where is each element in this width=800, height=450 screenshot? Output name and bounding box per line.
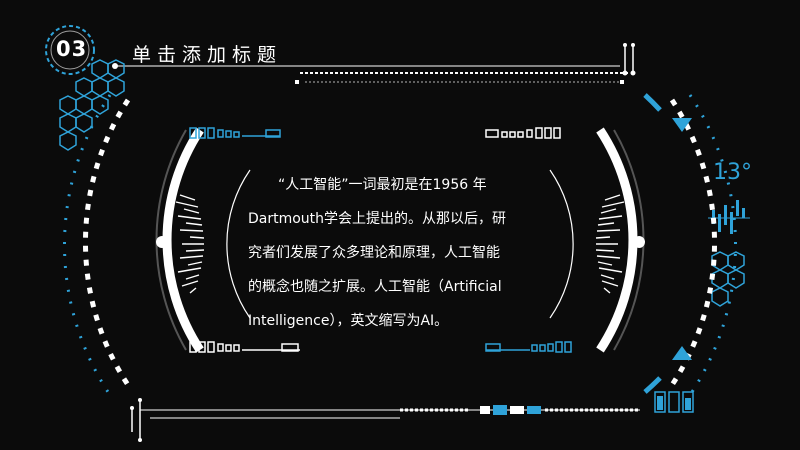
body-line: Intelligence），英文缩写为AI。 [248,313,449,329]
bottom-hud-line [130,398,640,442]
hexagon-cluster-left [59,59,125,151]
level-bar-top-right [485,127,561,139]
left-arc-group [62,94,204,396]
left-wave-ticks [175,194,205,294]
temperature-readout: 13° [713,160,752,185]
level-bar-top-left [189,127,281,139]
level-bar-bottom-left [189,341,300,353]
battery-icon [654,391,694,413]
inner-text-frame [226,169,574,319]
body-line: 究者们发展了众多理论和原理，人工智能 [248,245,500,261]
right-arc-group [596,93,738,396]
right-wave-ticks [595,194,625,294]
body-line: “人工智能”一词最初是在1956 年 [278,177,487,193]
slide-title[interactable]: 单击添加标题 [132,44,283,66]
level-bar-bottom-right [485,341,572,353]
number-badge-ring [45,25,95,75]
body-line: 的概念也随之扩展。人工智能（Artificial [248,279,502,295]
body-text-block[interactable]: “人工智能”一词最初是在1956 年 Dartmouth学会上提出的。从那以后，… [248,168,548,338]
triangle-markers [672,118,692,360]
slide-number: 03 [56,37,88,61]
title-underline [112,43,636,84]
hexagon-cluster-right [711,251,745,307]
body-line: Dartmouth学会上提出的。从那以后，研 [248,211,507,227]
